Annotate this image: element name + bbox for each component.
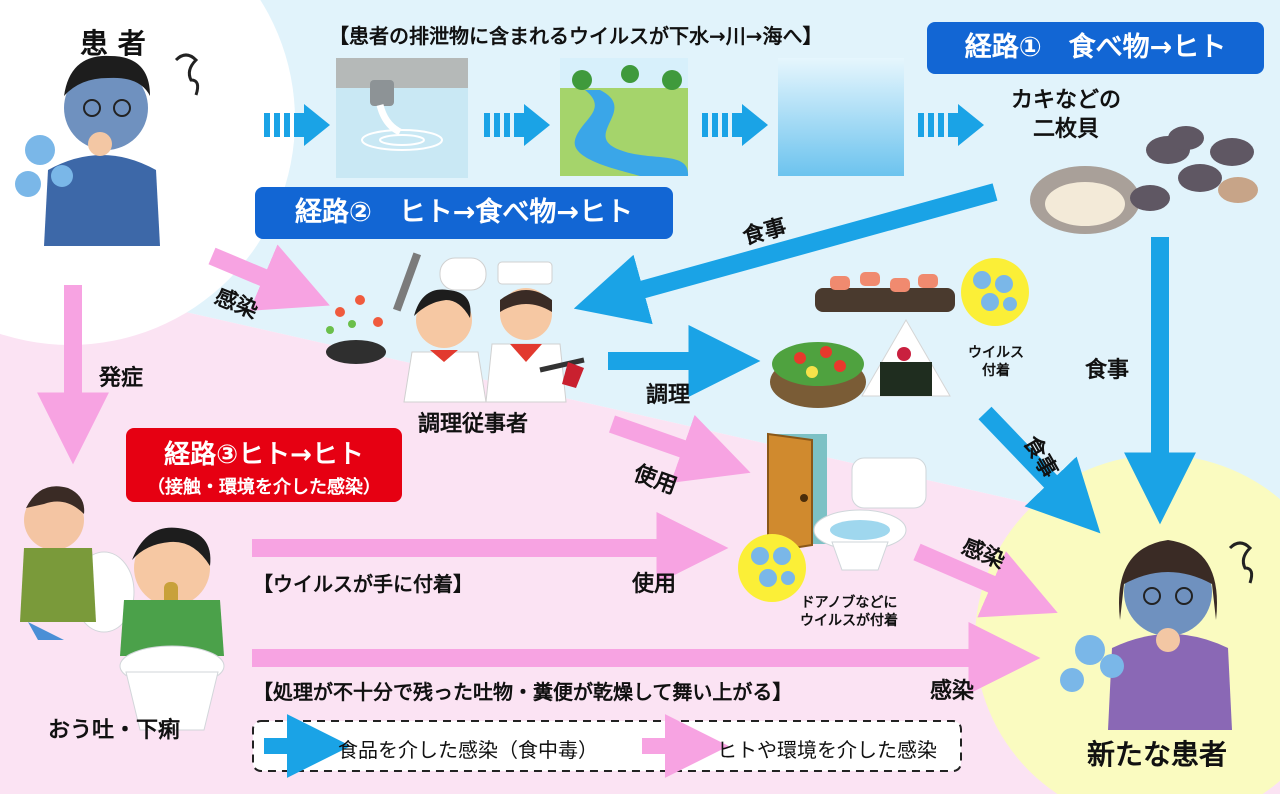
sea-scene xyxy=(778,58,904,176)
shellfish-illustration xyxy=(1030,126,1258,234)
vomit-caption: 【処理が不十分で残った吐物・糞便が乾燥して舞い上がる】 xyxy=(253,680,793,704)
meal-right-label: 食事 xyxy=(1085,358,1130,383)
river-scene xyxy=(560,58,689,176)
patient-source-label: 患 者 xyxy=(80,27,146,60)
legend-box xyxy=(252,720,962,772)
food-illustration xyxy=(770,258,1029,408)
shellfish-label: カキなどの 二枚貝 xyxy=(1011,86,1121,144)
infection-bottom-label: 感染 xyxy=(930,679,975,704)
human-route-arrows xyxy=(37,244,1058,694)
door-toilet-illustration xyxy=(738,432,927,602)
route3-subtitle: （接触・環境を介した感染） xyxy=(147,477,381,498)
route1-box: 経路① 食べ物→ヒト xyxy=(927,22,1264,74)
sewage-flow-arrows xyxy=(264,104,984,146)
doorknob-note: ドアノブなどに ウイルスが付着 xyxy=(800,594,898,630)
onset-label: 発症 xyxy=(99,366,144,391)
patient-source-figure xyxy=(15,53,200,246)
cook-workers-illustration xyxy=(326,252,585,403)
vomit-diarrhea-illustration xyxy=(20,486,225,731)
cooking-label: 調理 xyxy=(646,383,691,408)
shellfish-label-line1: カキなどの xyxy=(1011,88,1122,113)
virus-attached-line1: ウイルス xyxy=(968,345,1024,361)
new-patient-label: 新たな患者 xyxy=(1087,738,1228,771)
doorknob-note-line2: ウイルスが付着 xyxy=(800,613,898,629)
sewage-pipe-scene xyxy=(336,58,468,178)
route3-title: 経路③ヒト→ヒト xyxy=(164,440,364,470)
route3-box: 経路③ヒト→ヒト （接触・環境を介した感染） xyxy=(126,428,402,502)
legend-food-text: 食品を介した感染（食中毒） xyxy=(338,738,598,762)
use-lower-label: 使用 xyxy=(632,572,677,597)
hand-caption: 【ウイルスが手に付着】 xyxy=(253,572,473,596)
virus-attached-label: ウイルス 付着 xyxy=(968,344,1024,380)
vomit-diarrhea-label: おう吐・下痢 xyxy=(48,718,181,743)
new-patient-figure xyxy=(1060,540,1254,730)
sewage-caption: 【患者の排泄物に含まれるウイルスが下水→川→海へ】 xyxy=(329,24,823,48)
doorknob-note-line1: ドアノブなどに xyxy=(800,595,898,611)
virus-attached-line2: 付着 xyxy=(982,363,1010,379)
legend-human-text: ヒトや環境を介した感染 xyxy=(717,738,937,762)
route2-box: 経路② ヒト→食べ物→ヒト xyxy=(255,187,673,239)
cook-workers-label: 調理従事者 xyxy=(418,412,529,437)
shellfish-label-line2: 二枚貝 xyxy=(1033,117,1100,142)
food-route-arrows xyxy=(573,183,1196,534)
